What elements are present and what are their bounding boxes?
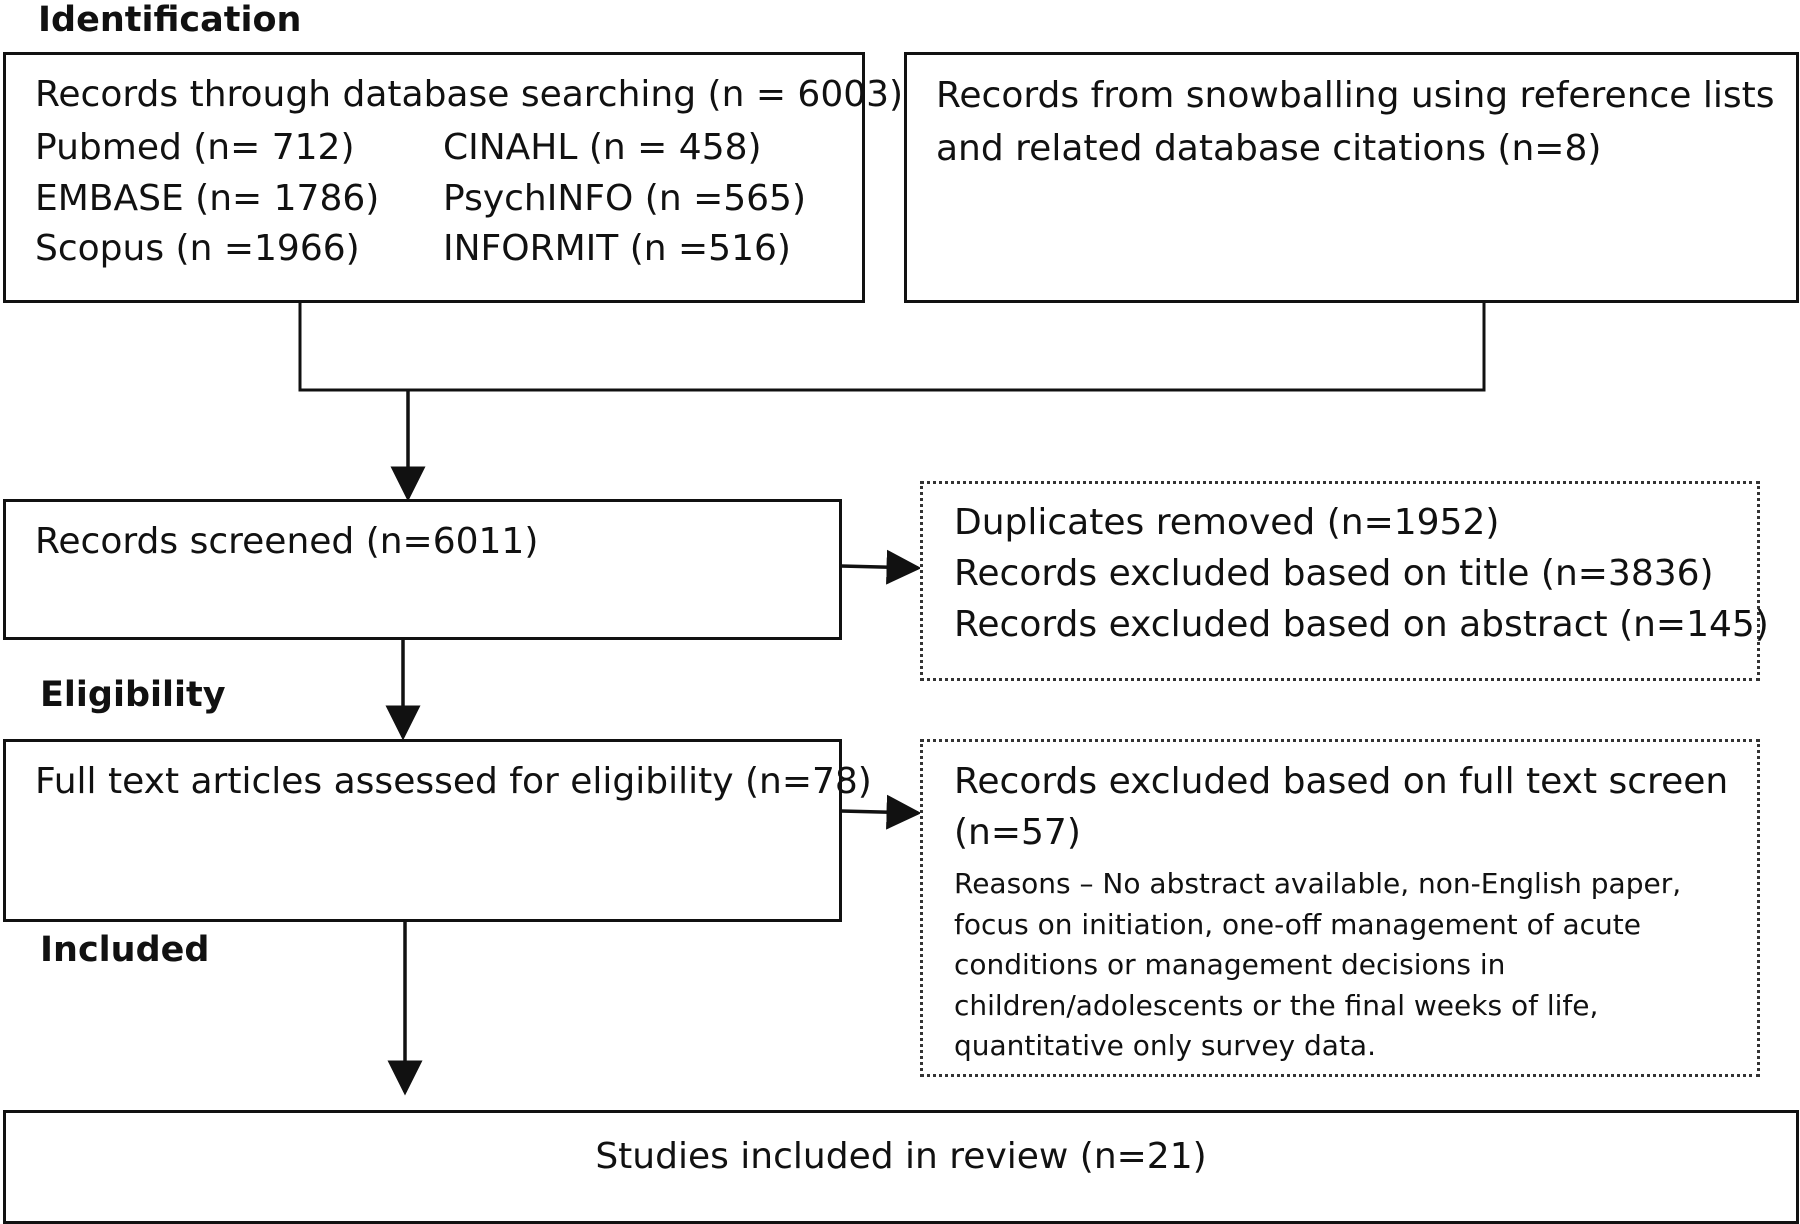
- snowballing-line-1: Records from snowballing using reference…: [936, 75, 1775, 116]
- source-embase: EMBASE (n= 1786): [35, 178, 380, 219]
- fulltext-exclusion-reasons: Reasons – No abstract available, non-Eng…: [954, 867, 1682, 1063]
- merge-bracket-line: [298, 302, 1486, 392]
- fulltext-assessed-label: Full text articles assessed for eligibil…: [35, 761, 872, 802]
- snowballing-box: Records from snowballing using reference…: [904, 52, 1799, 303]
- source-informit: INFORMIT (n =516): [443, 228, 791, 269]
- fulltext-exclusion-line-2: (n=57): [954, 812, 1081, 853]
- records-screened-label: Records screened (n=6011): [35, 521, 539, 562]
- records-screened-box: Records screened (n=6011): [3, 499, 842, 640]
- exclusion-title: Records excluded based on title (n=3836): [954, 553, 1714, 594]
- studies-included-box: Studies included in review (n=21): [3, 1110, 1799, 1224]
- studies-included-label: Studies included in review (n=21): [595, 1136, 1207, 1177]
- exclusion-abstract: Records excluded based on abstract (n=14…: [954, 604, 1769, 645]
- exclusion-duplicates: Duplicates removed (n=1952): [954, 502, 1500, 543]
- stage-label-eligibility: Eligibility: [40, 675, 226, 715]
- source-cinahl: CINAHL (n = 458): [443, 127, 762, 168]
- fulltext-assessed-box: Full text articles assessed for eligibil…: [3, 739, 872, 922]
- database-search-heading: Records through database searching (n = …: [35, 74, 904, 115]
- arrow-to-fulltext-exclusions: [840, 794, 922, 830]
- source-pubmed: Pubmed (n= 712): [35, 127, 355, 168]
- fulltext-exclusion-line-1: Records excluded based on full text scre…: [954, 761, 1729, 802]
- fulltext-exclusions-box: Records excluded based on full text scre…: [920, 739, 1760, 1077]
- stage-label-included: Included: [40, 930, 210, 970]
- source-scopus: Scopus (n =1966): [35, 228, 360, 269]
- screening-exclusions-box: Duplicates removed (n=1952) Records excl…: [920, 481, 1769, 681]
- snowballing-line-2: and related database citations (n=8): [936, 128, 1602, 169]
- stage-label-identification: Identification: [38, 0, 302, 40]
- arrow-to-screen-exclusions: [840, 549, 922, 585]
- source-psychinfo: PsychINFO (n =565): [443, 178, 807, 219]
- database-search-box: Records through database searching (n = …: [3, 52, 903, 303]
